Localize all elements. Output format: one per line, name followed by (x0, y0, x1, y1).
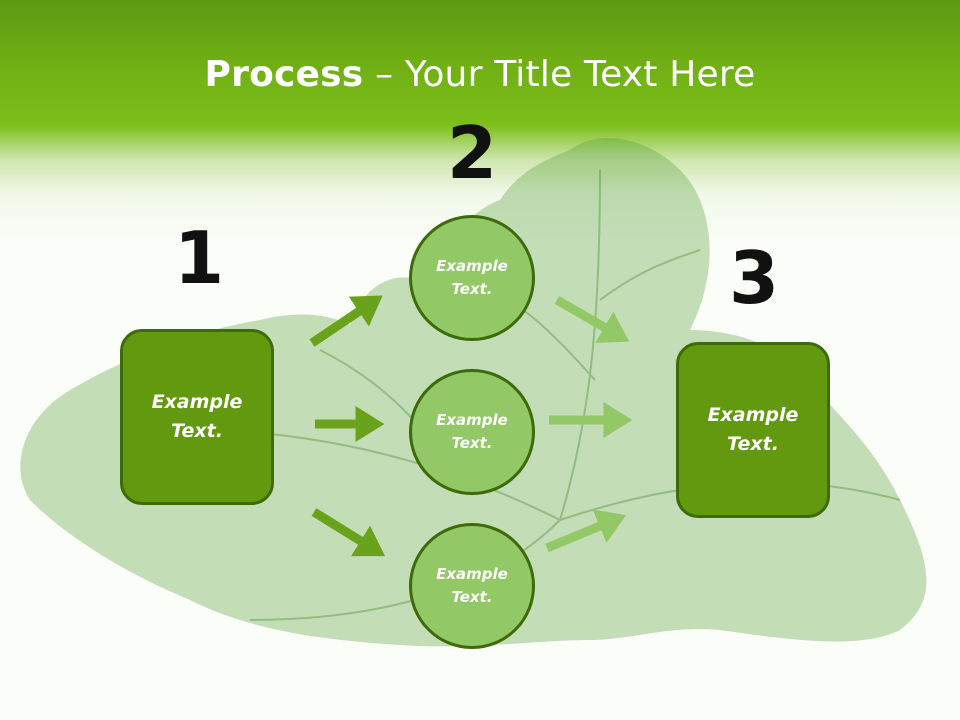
step-2-circle-top: Example Text. (409, 215, 535, 341)
step-number-3: 3 (728, 236, 780, 320)
slide-title: Process – Your Title Text Here (0, 52, 960, 98)
step-2-circle-top-label: Example Text. (436, 257, 508, 298)
step-1-box: Example Text. (120, 329, 274, 505)
step-number-1: 1 (173, 216, 225, 300)
step-number-2: 2 (446, 111, 498, 195)
right-arrow-icon (311, 508, 385, 557)
step-1-label: Example Text. (151, 391, 243, 442)
step-3-box: Example Text. (676, 342, 830, 518)
step-3-label: Example Text. (707, 404, 799, 455)
right-arrow-icon (309, 295, 383, 347)
right-arrow-icon (554, 296, 630, 343)
title-bold: Process (204, 54, 364, 95)
step-2-circle-bottom: Example Text. (409, 523, 535, 649)
title-rest: – Your Title Text Here (363, 54, 756, 95)
step-2-circle-bottom-label: Example Text. (436, 565, 508, 606)
step-2-circle-middle-label: Example Text. (436, 411, 508, 452)
step-2-circle-middle: Example Text. (409, 369, 535, 495)
right-arrow-icon (545, 509, 627, 553)
